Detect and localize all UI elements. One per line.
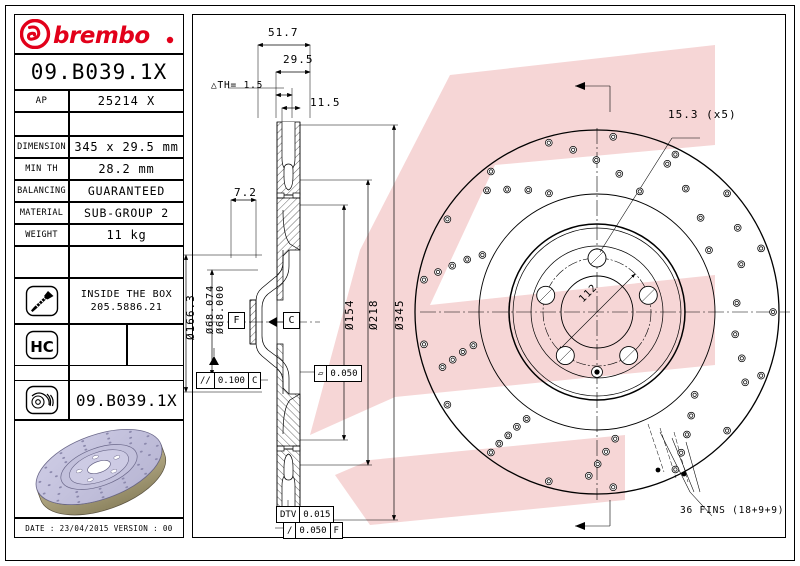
tolerance-symbol: ▱	[315, 366, 328, 381]
dim-inner-dia: Ø154	[343, 299, 356, 331]
drawing-area-frame	[192, 14, 786, 538]
part-code-repeat-cell: 09.B039.1X	[69, 380, 184, 420]
tolerance-dtv: DTV 0.015	[276, 506, 335, 523]
spec-label-material: MATERIAL	[14, 202, 69, 224]
brembo-logo: brembo	[20, 19, 174, 49]
tolerance-value: 0.100	[215, 373, 249, 388]
spec-label-weight: WEIGHT	[14, 224, 69, 246]
datum-c: C	[283, 312, 300, 329]
spec-value: GUARANTEED	[87, 184, 166, 198]
tolerance-value: 0.050	[296, 523, 331, 538]
spec-label: DIMENSION	[17, 142, 66, 152]
ap-label: AP	[35, 96, 48, 106]
accessory-line-1: INSIDE THE BOX	[80, 288, 173, 300]
part-code-cell: 09.B039.1X	[14, 54, 184, 90]
tolerance-symbol: /	[284, 523, 297, 538]
blank-cell-right	[69, 112, 184, 136]
hc-blank-cell-2	[127, 324, 184, 366]
dim-delta-th: △TH= 1.5	[211, 80, 264, 91]
brand-logo-cell: brembo	[14, 14, 184, 54]
hc-blank-cell-1	[69, 324, 127, 366]
blank-cell-left	[14, 112, 69, 136]
spec-value-material: SUB-GROUP 2	[69, 202, 184, 224]
tolerance-flatness: ▱ 0.050	[314, 365, 362, 382]
gap-cell-left	[14, 366, 69, 380]
spec-label: MIN TH	[25, 164, 58, 174]
spec-label-min-th: MIN TH	[14, 158, 69, 180]
brake-disc-icon-cell	[14, 380, 69, 420]
spec-label: MATERIAL	[19, 208, 64, 218]
tolerance-value: 0.050	[330, 368, 358, 379]
screw-icon-cell	[14, 278, 69, 324]
ap-value-cell: 25214 X	[69, 90, 184, 112]
spec-label-dimension: DIMENSION	[14, 136, 69, 158]
tolerance-symbol: //	[197, 373, 215, 388]
ap-value: 25214 X	[97, 94, 156, 108]
hc-badge-cell: HC	[14, 324, 69, 366]
spec-value: SUB-GROUP 2	[84, 206, 169, 220]
date-version-text: DATE : 23/04/2015 VERSION : 00	[25, 523, 173, 533]
spec-value: 11 kg	[106, 228, 147, 242]
hc-icon: HC	[25, 330, 58, 360]
blank-cell-right-2	[69, 246, 184, 278]
ap-label-cell: AP	[14, 90, 69, 112]
dim-outer-dia: Ø345	[393, 299, 406, 331]
tolerance-symbol: DTV	[277, 507, 301, 522]
tolerance-parallelism: // 0.100 C	[196, 372, 262, 389]
spec-label-balancing: BALANCING	[14, 180, 69, 202]
dim-disc-width: 29.5	[283, 53, 314, 66]
spec-label: BALANCING	[17, 186, 66, 196]
dim-vane-width: 11.5	[310, 96, 341, 109]
dim-bore-dia-min: Ø68.000	[215, 284, 226, 334]
part-code-repeat: 09.B039.1X	[75, 390, 178, 410]
spec-value-balancing: GUARANTEED	[69, 180, 184, 202]
screw-icon	[25, 285, 58, 317]
sheet-border	[5, 5, 795, 561]
tolerance-datum: C	[251, 375, 258, 386]
svg-text:HC: HC	[30, 338, 54, 356]
dim-bolt-hole-dia: 15.3 (x5)	[668, 108, 737, 121]
dim-hat-dia: Ø166.3	[184, 294, 197, 340]
note-fins: 36 FINS (18+9+9)	[680, 505, 785, 516]
date-version-cell: DATE : 23/04/2015 VERSION : 00	[14, 518, 184, 538]
dim-total-width: 51.7	[268, 26, 299, 39]
gap-cell-right	[69, 366, 184, 380]
brake-disc-wheel-icon	[25, 385, 58, 415]
dim-hat-offset: 7.2	[234, 186, 257, 199]
accessory-note-cell: INSIDE THE BOX 205.5886.21	[69, 278, 184, 324]
spec-value: 28.2 mm	[98, 162, 155, 176]
spec-value-weight: 11 kg	[69, 224, 184, 246]
brake-disc-photo	[35, 428, 167, 516]
spec-value-dimension: 345 x 29.5 mm	[69, 136, 184, 158]
spec-value: 345 x 29.5 mm	[74, 140, 179, 154]
svg-text:brembo: brembo	[53, 23, 150, 49]
spec-value-min-th: 28.2 mm	[69, 158, 184, 180]
spec-label: WEIGHT	[25, 230, 58, 240]
accessory-line-2: 205.5886.21	[90, 302, 163, 313]
tolerance-runout: / 0.050 F	[283, 522, 343, 539]
datum-f: F	[228, 312, 245, 329]
part-code: 09.B039.1X	[30, 60, 168, 84]
dim-mid-dia: Ø218	[367, 299, 380, 331]
tolerance-value: 0.015	[303, 509, 331, 520]
tolerance-datum: F	[333, 525, 339, 536]
product-photo-cell	[14, 420, 184, 518]
blank-cell-left-2	[14, 246, 69, 278]
